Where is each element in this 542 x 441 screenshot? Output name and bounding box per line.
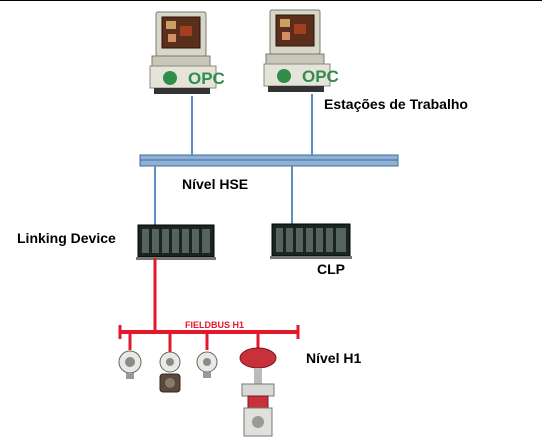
top-border — [0, 0, 542, 1]
control-valve-icon — [239, 347, 277, 437]
h1-network: FIELDBUS H1 — [118, 258, 300, 352]
hse-network — [139, 94, 399, 225]
field-transmitter-icon — [196, 351, 218, 378]
linking-device-label: Linking Device — [17, 230, 116, 246]
h1-level-label: Nível H1 — [306, 350, 362, 366]
fieldbus-label: FIELDBUS H1 — [185, 320, 244, 330]
field-transmitter-icon — [118, 350, 142, 379]
linking-device-icon — [136, 224, 216, 260]
workstation-icon: OPC — [149, 11, 225, 94]
hse-level-label: Nível HSE — [182, 176, 249, 192]
plc-rack-icon — [270, 223, 352, 259]
workstation-icon: OPC — [263, 9, 339, 92]
field-transmitter-icon — [159, 351, 181, 393]
opc-logo: OPC — [188, 69, 225, 88]
workstations-label: Estações de Trabalho — [324, 96, 468, 112]
opc-logo: OPC — [302, 67, 339, 86]
plc-label: CLP — [317, 261, 345, 277]
